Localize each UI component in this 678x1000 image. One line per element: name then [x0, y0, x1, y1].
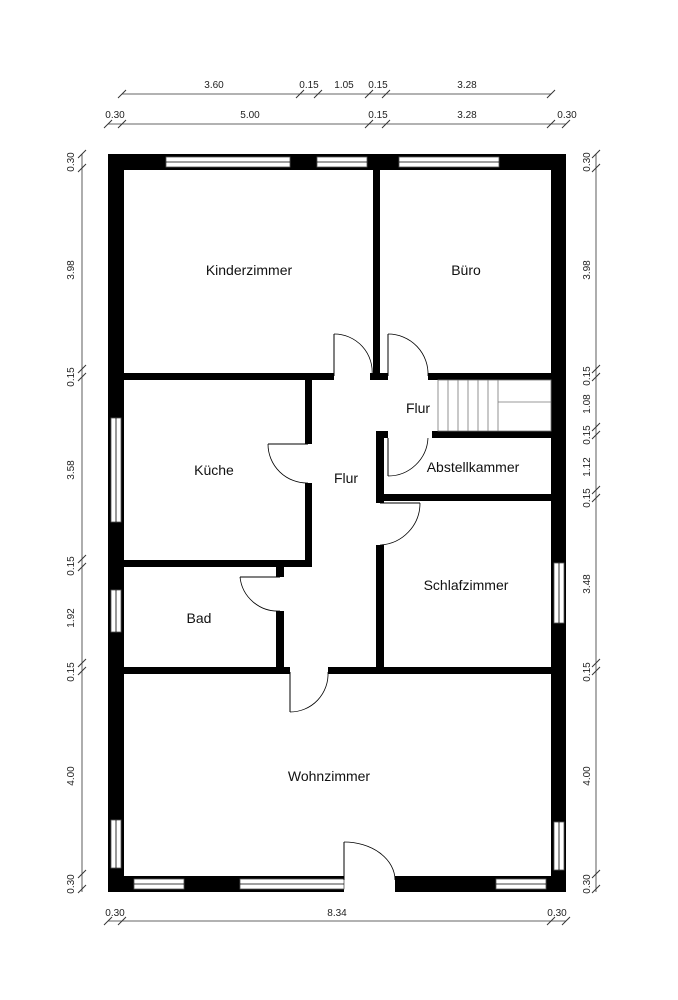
door-abstellkammer: [387, 437, 429, 477]
door-kueche: [267, 443, 309, 484]
dim-left-a: 0.30: [66, 152, 77, 172]
room-label-flur-upper: Flur: [406, 400, 430, 416]
dim-bottom-a: 0.30: [105, 908, 125, 919]
room-label-wohnzimmer: Wohnzimmer: [288, 768, 371, 784]
dim-right-i: 0.15: [582, 662, 593, 682]
door-schlafzimmer: [379, 502, 421, 546]
dim-right-c: 0.15: [582, 366, 593, 386]
dim-bottom-c: 0.30: [547, 908, 567, 919]
dim-top2-c: 0.15: [368, 110, 388, 121]
dim-top2-a: 0.30: [105, 110, 125, 121]
room-labels: Kinderzimmer Büro Flur Küche Flur Abstel…: [187, 262, 520, 784]
room-label-buero: Büro: [451, 262, 481, 278]
dim-right-f: 1.12: [582, 457, 593, 477]
dim-right-e: 0.15: [582, 425, 593, 445]
dim-left-b: 3.98: [66, 260, 77, 280]
dim-right-b: 3.98: [582, 260, 593, 280]
dim-left-i: 0.30: [66, 874, 77, 894]
dim-right-h: 3.48: [582, 574, 593, 594]
door-bad: [239, 576, 281, 612]
room-label-flur-center: Flur: [334, 470, 358, 486]
dim-right-g: 0.15: [582, 488, 593, 508]
dim-left-h: 4.00: [66, 766, 77, 786]
dim-top1-d: 0.15: [368, 80, 388, 91]
door-entrance: [343, 841, 396, 881]
interior-walls: [124, 170, 551, 674]
dim-left-c: 0.15: [66, 367, 77, 387]
dim-right-a: 0.30: [582, 152, 593, 172]
doors: [239, 333, 429, 881]
dim-top1-c: 1.05: [334, 80, 354, 91]
dim-right-d: 1.08: [582, 394, 593, 414]
dim-top1-e: 3.28: [457, 80, 477, 91]
door-wohnzimmer: [289, 671, 329, 713]
dim-top1-a: 3.60: [204, 80, 224, 91]
dimension-lines: [77, 89, 601, 926]
dim-top2-d: 3.28: [457, 110, 477, 121]
dim-top1-b: 0.15: [299, 80, 319, 91]
dim-left-f: 1.92: [66, 608, 77, 628]
dim-top2-b: 5.00: [240, 110, 260, 121]
room-label-bad: Bad: [187, 610, 212, 626]
dim-bottom-b: 8.34: [327, 908, 347, 919]
dim-left-g: 0.15: [66, 662, 77, 682]
dim-right-k: 0.30: [582, 874, 593, 894]
dim-right-j: 4.00: [582, 766, 593, 786]
windows: [110, 156, 565, 890]
dim-left-e: 0.15: [66, 556, 77, 576]
room-label-abstellkammer: Abstellkammer: [427, 459, 520, 475]
door-kinderzimmer: [333, 333, 373, 377]
dimension-labels: 3.60 0.15 1.05 0.15 3.28 0.30 5.00 0.15 …: [66, 80, 593, 919]
dim-top2-e: 0.30: [557, 110, 577, 121]
room-label-kinderzimmer: Kinderzimmer: [206, 262, 293, 278]
room-label-schlafzimmer: Schlafzimmer: [424, 577, 509, 593]
door-buero: [387, 333, 429, 377]
stairs: [437, 379, 552, 432]
room-label-kueche: Küche: [194, 462, 234, 478]
dim-left-d: 3.58: [66, 460, 77, 480]
